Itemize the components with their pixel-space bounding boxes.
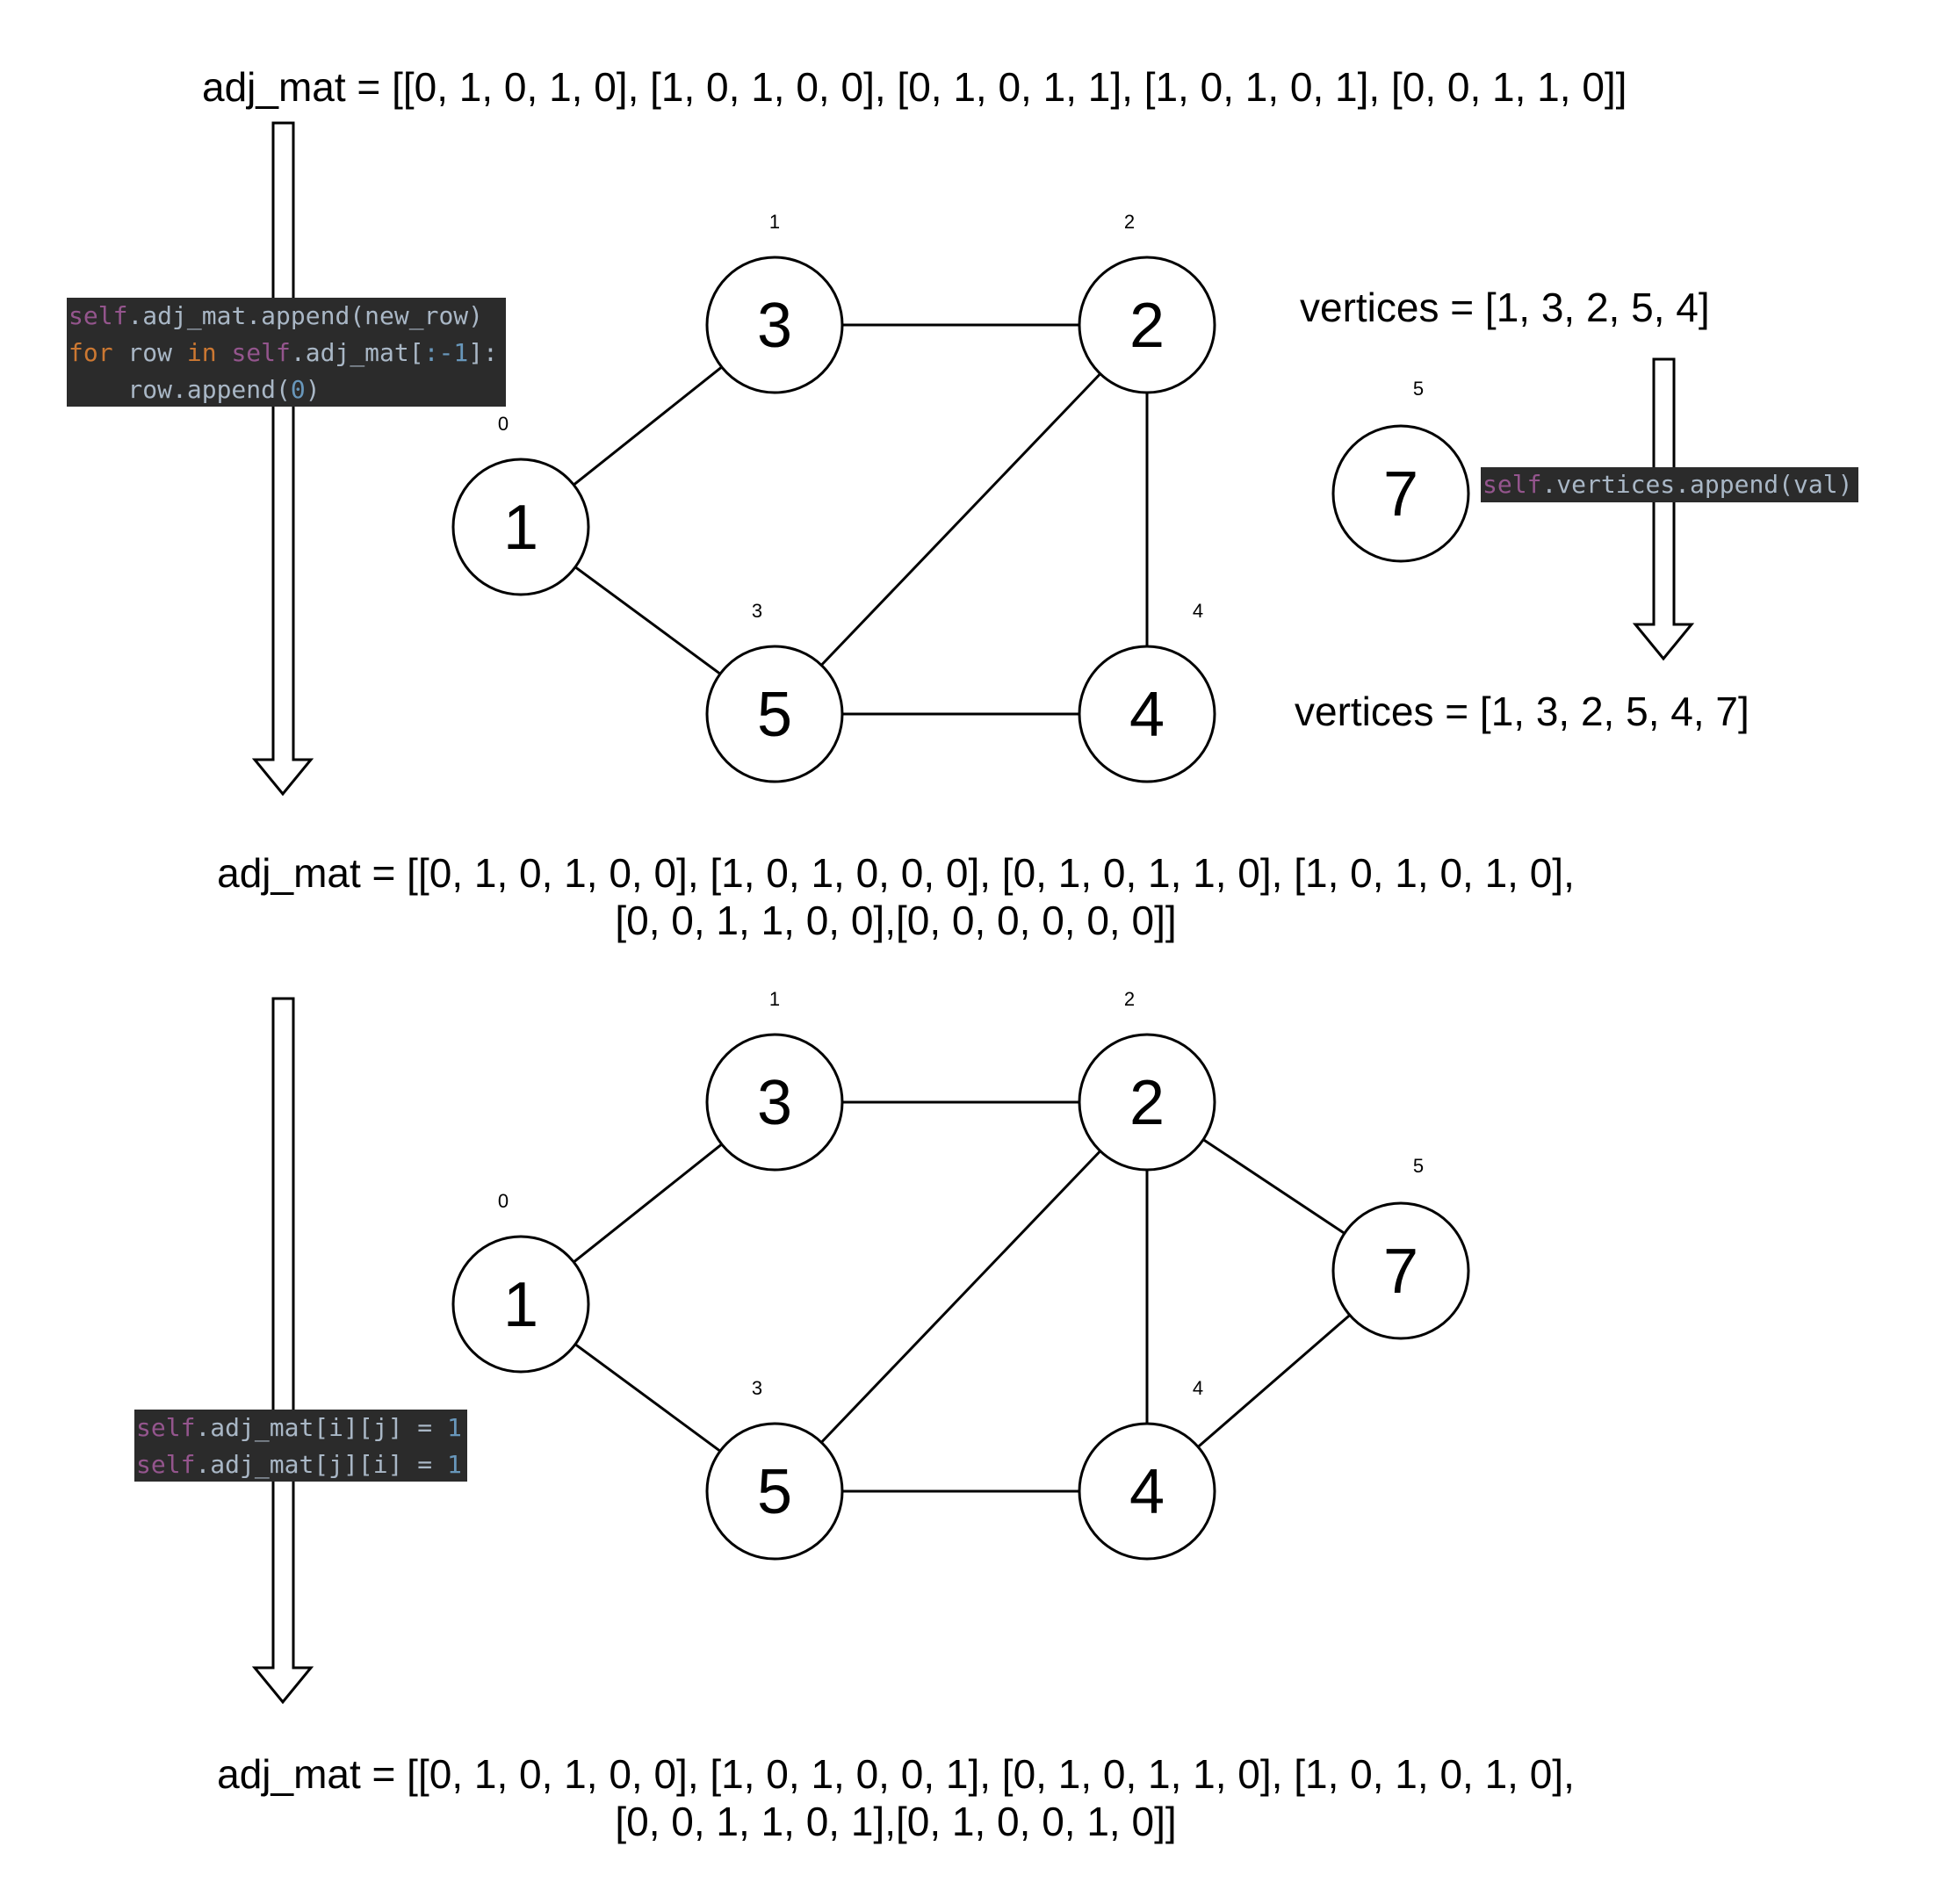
node-index-1: 0 bbox=[498, 413, 509, 435]
node-label-2: 2 bbox=[1129, 1068, 1165, 1138]
code-token: self bbox=[136, 1450, 196, 1479]
node-circle-7 bbox=[1331, 1201, 1470, 1340]
node-circle-5 bbox=[705, 1422, 844, 1561]
node-label-5: 5 bbox=[757, 1457, 792, 1527]
vertices-before-text: vertices = [1, 3, 2, 5, 4] bbox=[1300, 285, 1710, 330]
top-matrix-text: adj_mat = [[0, 1, 0, 1, 0], [1, 0, 1, 0,… bbox=[202, 64, 1627, 110]
code-token: self bbox=[69, 301, 128, 330]
node-index-7: 5 bbox=[1413, 1155, 1424, 1177]
edge-n2-n7 bbox=[1202, 1138, 1345, 1235]
arrow-down-bottom bbox=[251, 997, 314, 1705]
node-index-1: 0 bbox=[498, 1190, 509, 1212]
arrow-down-top bbox=[251, 121, 314, 797]
code-line: for row in self.adj_mat[:-1]: bbox=[69, 335, 504, 371]
code-token: self bbox=[1482, 470, 1542, 499]
node-index-5: 3 bbox=[752, 1377, 762, 1399]
code-line: self.adj_mat[i][j] = 1 bbox=[136, 1410, 465, 1446]
node-circle-3 bbox=[705, 1033, 844, 1172]
code-token: 1 bbox=[447, 1413, 462, 1442]
code-token: self bbox=[231, 338, 291, 367]
code-token: 0 bbox=[290, 375, 306, 404]
code-token: .adj_mat.append(new_row) bbox=[127, 301, 484, 330]
code-add-row: self.adj_mat.append(new_row)for row in s… bbox=[67, 298, 506, 407]
node-index-4: 4 bbox=[1193, 1377, 1203, 1399]
code-token: .vertices.append(val) bbox=[1541, 470, 1853, 499]
node-index-2: 2 bbox=[1124, 211, 1135, 233]
edge-n4-n7 bbox=[1197, 1314, 1351, 1448]
node-circle-3 bbox=[705, 256, 844, 394]
node-label-4: 4 bbox=[1129, 1457, 1165, 1527]
code-token: 1 bbox=[447, 1450, 462, 1479]
node-label-7: 7 bbox=[1383, 1237, 1418, 1307]
node-index-5: 3 bbox=[752, 600, 762, 622]
code-token: ]: bbox=[468, 338, 498, 367]
graph-before: 1 0 3 1 2 2 5 3 4 4 7 5 bbox=[451, 211, 1470, 783]
graph-after: 1 0 3 1 2 2 5 3 4 4 7 5 bbox=[451, 988, 1470, 1561]
node-circle-1 bbox=[451, 1235, 590, 1374]
node-index-4: 4 bbox=[1193, 600, 1203, 622]
edge-n1-n3 bbox=[573, 365, 723, 487]
node-index-3: 1 bbox=[769, 211, 780, 233]
node-label-4: 4 bbox=[1129, 680, 1165, 750]
middle-matrix-line1: adj_mat = [[0, 1, 0, 1, 0, 0], [1, 0, 1,… bbox=[217, 850, 1575, 896]
vertices-after-text: vertices = [1, 3, 2, 5, 4, 7] bbox=[1295, 689, 1749, 734]
middle-matrix-line2: [0, 0, 1, 1, 0, 0],[0, 0, 0, 0, 0, 0]] bbox=[615, 898, 1176, 943]
edge-n2-n5 bbox=[820, 1150, 1101, 1444]
node-index-7: 5 bbox=[1413, 378, 1424, 400]
code-token: .adj_mat[ bbox=[290, 338, 424, 367]
node-label-1: 1 bbox=[503, 1270, 538, 1340]
node-label-1: 1 bbox=[503, 493, 538, 563]
node-label-2: 2 bbox=[1129, 291, 1165, 361]
code-token: row.append( bbox=[69, 375, 291, 404]
code-line: self.vertices.append(val) bbox=[1482, 467, 1857, 502]
code-token: for bbox=[69, 338, 113, 367]
code-token bbox=[217, 338, 232, 367]
code-append-vertex: self.vertices.append(val) bbox=[1481, 467, 1858, 502]
edge-n1-n3 bbox=[573, 1143, 723, 1264]
code-token: ) bbox=[305, 375, 321, 404]
node-label-7: 7 bbox=[1383, 459, 1418, 530]
edge-n1-n5 bbox=[574, 566, 721, 675]
code-line: row.append(0) bbox=[69, 371, 504, 407]
arrow-down-vertices bbox=[1632, 357, 1695, 661]
code-token: row bbox=[112, 338, 187, 367]
code-token: in bbox=[186, 338, 217, 367]
node-label-5: 5 bbox=[757, 680, 792, 750]
node-index-2: 2 bbox=[1124, 988, 1135, 1010]
code-token: self bbox=[136, 1413, 196, 1442]
code-token: .adj_mat[i][j] = bbox=[195, 1413, 448, 1442]
edge-n1-n5 bbox=[574, 1343, 721, 1453]
code-line: self.adj_mat.append(new_row) bbox=[69, 298, 504, 335]
code-line: self.adj_mat[j][i] = 1 bbox=[136, 1446, 465, 1482]
node-circle-2 bbox=[1078, 1033, 1216, 1172]
node-circle-2 bbox=[1078, 256, 1216, 394]
node-circle-4 bbox=[1078, 1422, 1216, 1561]
node-circle-4 bbox=[1078, 645, 1216, 783]
node-circle-7 bbox=[1331, 424, 1470, 563]
node-circle-1 bbox=[451, 458, 590, 596]
code-token: :-1 bbox=[423, 338, 469, 367]
edge-n2-n5 bbox=[820, 372, 1101, 667]
bottom-matrix-line2: [0, 0, 1, 1, 0, 1],[0, 1, 0, 0, 1, 0]] bbox=[615, 1799, 1176, 1844]
node-label-3: 3 bbox=[757, 1068, 792, 1138]
bottom-matrix-line1: adj_mat = [[0, 1, 0, 1, 0, 0], [1, 0, 1,… bbox=[217, 1751, 1575, 1797]
node-label-3: 3 bbox=[757, 291, 792, 361]
node-index-3: 1 bbox=[769, 988, 780, 1010]
node-circle-5 bbox=[705, 645, 844, 783]
code-token: .adj_mat[j][i] = bbox=[195, 1450, 448, 1479]
